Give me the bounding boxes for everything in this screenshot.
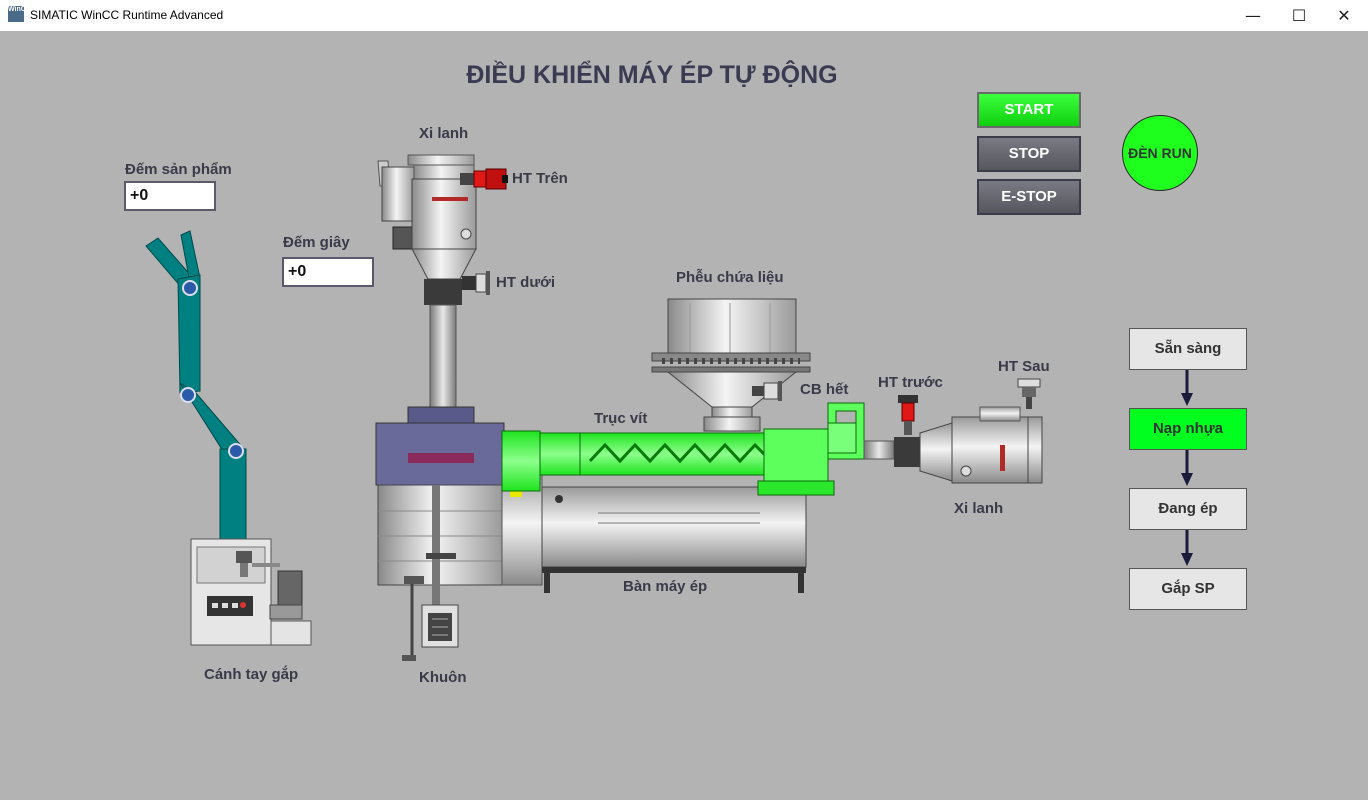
- paper-count-field[interactable]: +0: [282, 257, 374, 287]
- ht-bottom-label: HT dưới: [496, 274, 556, 291]
- hmi-screen: ĐIỀU KHIỂN MÁY ÉP TỰ ĐỘNG Đếm sản phẩm +…: [0, 31, 1368, 800]
- top-cylinder-label: Xi lanh: [419, 125, 469, 142]
- ht-front-label: HT trước: [878, 374, 943, 391]
- start-button[interactable]: START: [977, 92, 1081, 128]
- ht-top-label: HT Trên: [512, 170, 568, 187]
- step-ready: Sẵn sàng: [1129, 328, 1247, 370]
- sequence-arrows: [1181, 370, 1193, 566]
- extruder-graphic: [501, 402, 895, 496]
- hopper-graphic: [651, 298, 811, 432]
- screen-title: ĐIỀU KHIỂN MÁY ÉP TỰ ĐỘNG: [466, 61, 838, 89]
- step-loading-plastic: Nạp nhựa: [1129, 408, 1247, 450]
- hopper-label: Phễu chứa liệu: [676, 269, 784, 286]
- screw-label: Trục vít: [594, 410, 648, 427]
- press-head-graphic: [375, 406, 505, 661]
- press-table-label: Bàn máy ép: [623, 578, 708, 595]
- machine-graphics: [145, 154, 1193, 661]
- close-button[interactable]: ✕: [1337, 6, 1351, 25]
- gripper-arm-label: Cánh tay gắp: [204, 666, 299, 683]
- estop-button[interactable]: E-STOP: [977, 179, 1081, 215]
- maximize-button[interactable]: ☐: [1291, 6, 1307, 25]
- window-titlebar: WinCC SIMATIC WinCC Runtime Advanced — ☐…: [0, 0, 1368, 31]
- paper-count-label: Đếm giây: [283, 234, 350, 251]
- gripper-arm-graphic: [145, 230, 312, 646]
- press-table-graphic: [501, 472, 807, 593]
- right-cylinder-graphic: [894, 378, 1043, 484]
- top-cylinder-graphic: [377, 154, 508, 410]
- stop-button[interactable]: STOP: [977, 136, 1081, 172]
- minimize-button[interactable]: —: [1245, 6, 1261, 25]
- right-cylinder-label: Xi lanh: [954, 500, 1004, 517]
- wincc-app-icon: WinCC: [8, 6, 31, 22]
- step-pressing: Đang ép: [1129, 488, 1247, 530]
- mold-label: Khuôn: [419, 669, 467, 686]
- cb-empty-label: CB hết: [800, 381, 849, 398]
- run-lamp-indicator: ĐÈN RUN: [1122, 115, 1198, 191]
- product-count-field[interactable]: +0: [124, 181, 216, 211]
- step-grab-product: Gắp SP: [1129, 568, 1247, 610]
- ht-back-label: HT Sau: [998, 358, 1050, 375]
- product-count-label: Đếm sản phẩm: [125, 161, 232, 178]
- window-title: SIMATIC WinCC Runtime Advanced: [30, 8, 224, 22]
